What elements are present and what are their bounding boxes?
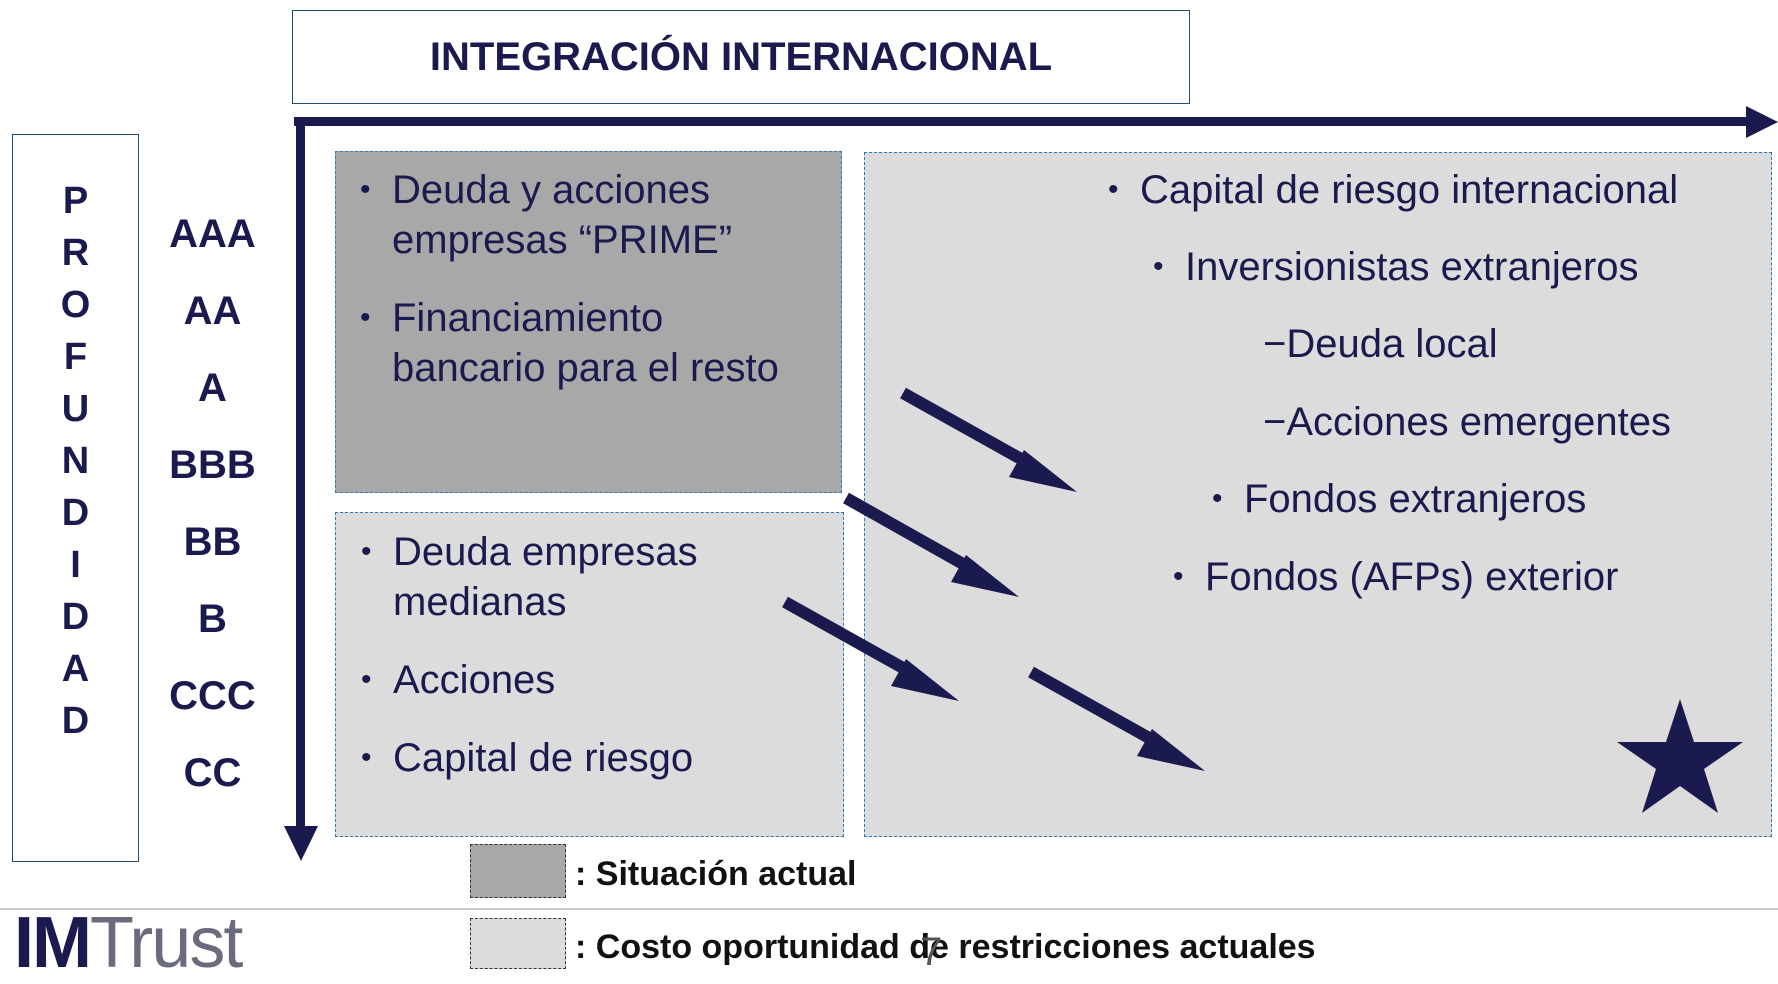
list-item: • Financiamiento bancario para el resto [360,293,812,393]
arrow-head-icon [1137,729,1205,771]
side-letter: P [62,180,89,222]
list-item: • Deuda empresas medianas [361,527,813,627]
bullet-icon: • [1212,482,1223,515]
panel-current-situation [335,151,842,493]
rating-label: CC [183,751,242,795]
side-letter: F [63,336,88,378]
star-icon [1617,699,1743,813]
side-letter: U [61,388,90,430]
bullet-icon: • [1153,250,1164,283]
page-number: 7 [920,930,943,974]
rating-label: BB [183,520,242,564]
side-label-box: P R O F U N D I D A D [12,134,139,862]
bullet-icon: • [361,741,372,774]
side-letter: D [61,700,90,742]
legend-swatch-opportunity [470,918,566,969]
sub-list-item: −Acciones emergentes [1263,400,1672,444]
side-letter: D [61,596,90,638]
bullet-icon: • [361,663,372,696]
list-item: • Inversionistas extranjeros [1153,242,1639,292]
side-letter: D [61,492,90,534]
list-item: • Capital de riesgo internacional [1108,165,1678,215]
horizontal-axis-arrow [294,106,1778,138]
arrow-head-icon [951,555,1019,597]
bullet-icon: • [360,173,371,206]
list-item: • Fondos (AFPs) exterior [1173,552,1618,602]
list-item: • Deuda y acciones empresas “PRIME” [360,165,812,265]
panel-domestic-opportunity [335,512,844,837]
bullet-icon: • [1108,173,1119,206]
side-letter: I [70,544,81,586]
rating-label: A [198,366,227,410]
rating-label: AAA [169,212,256,256]
company-logo: IMTrust [14,903,243,983]
arrow-icon [1028,666,1161,749]
bullet-icon: • [361,535,372,568]
side-letter: A [61,648,90,690]
bullet-icon: • [1173,560,1184,593]
arrow-head-icon [1009,450,1077,492]
bullet-icon: • [360,301,371,334]
rating-label: B [198,597,227,641]
arrow-icon [843,492,975,575]
arrow-icon [782,596,915,679]
side-letter: R [61,232,90,274]
list-item: • Fondos extranjeros [1212,474,1586,524]
vertical-axis-arrow [284,117,318,861]
list-item: • Capital de riesgo [361,733,813,783]
legend-current-label: : Situación actual [575,855,857,893]
rating-label: AA [183,289,242,333]
legend-opportunity-label: : Costo oportunidad de restricciones act… [575,928,1316,966]
side-letter: O [60,284,91,326]
diagram-title: INTEGRACIÓN INTERNACIONAL [292,10,1190,104]
list-item: • Acciones [361,655,813,705]
legend-swatch-current [470,844,566,898]
footer-divider [0,908,1778,910]
side-letter: N [61,440,90,482]
arrow-head-icon [891,659,959,701]
rating-label: CCC [169,674,256,718]
rating-label: BBB [169,443,256,487]
arrow-icon [900,387,1033,470]
panel-international-opportunity [864,152,1772,837]
sub-list-item: −Deuda local [1263,322,1498,366]
diagonal-arrows [782,387,1205,771]
